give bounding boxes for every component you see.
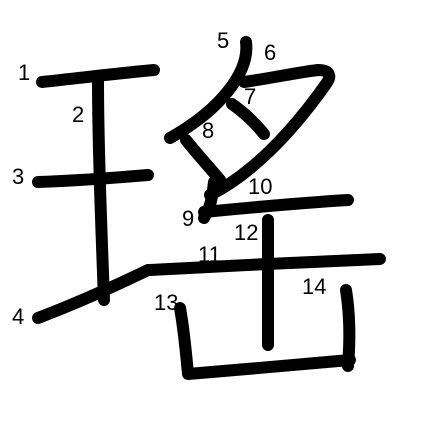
stroke-2 [92,74,110,306]
stroke-number-14: 14 [302,274,326,299]
stroke-number-6: 6 [264,40,276,65]
stroke-13 [174,302,356,380]
stroke-5 [164,36,253,144]
stroke-7 [226,98,270,140]
stroke-number-8: 8 [202,118,214,143]
stroke-number-3: 3 [12,164,24,189]
stroke-8 [180,134,226,186]
stroke-number-2: 2 [72,102,84,127]
stroke-6 [204,64,336,201]
stroke-number-4: 4 [12,304,24,329]
stroke-number-11: 11 [198,242,221,267]
stroke-14 [340,284,356,372]
stroke-3 [32,169,154,188]
stroke-4 [32,264,154,324]
stroke-number-9: 9 [182,206,194,231]
stroke-number-1: 1 [18,60,30,85]
stroke-number-5: 5 [217,28,229,53]
stroke-number-12: 12 [234,220,258,245]
stroke-10 [198,194,354,218]
stroke-number-13: 13 [154,290,178,315]
stroke-number-10: 10 [248,174,272,199]
stroke-number-7: 7 [244,84,256,109]
